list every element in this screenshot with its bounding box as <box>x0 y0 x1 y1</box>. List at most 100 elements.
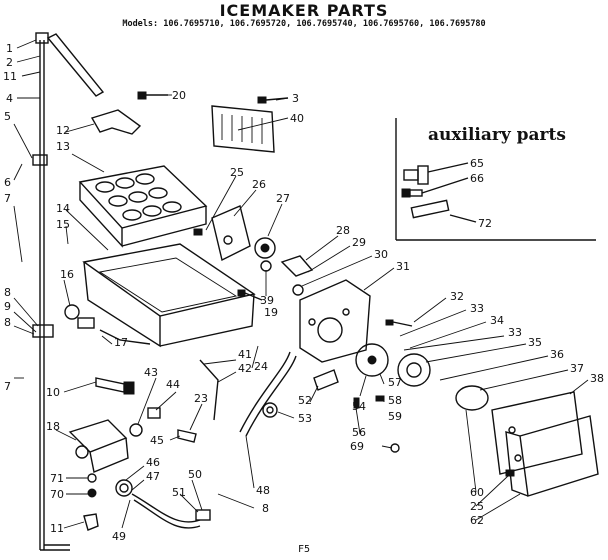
part-27-gear <box>254 237 276 259</box>
label-38: 38 <box>590 372 604 385</box>
label-8: 8 <box>4 286 11 299</box>
part-35-motor <box>397 353 431 387</box>
part-46-nut <box>115 479 133 497</box>
label-58: 58 <box>388 394 402 407</box>
label-2: 2 <box>6 56 13 69</box>
auxiliary-parts-title: auxiliary parts <box>428 125 566 145</box>
label-37: 37 <box>570 362 584 375</box>
part-labels: 1 2 11 4 5 6 7 8 9 8 7 10 12 13 14 15 16… <box>3 42 604 543</box>
part-53-bushing <box>262 402 278 418</box>
label-33b: 33 <box>508 326 522 339</box>
aux-part-65 <box>403 162 469 185</box>
label-16: 16 <box>60 268 74 281</box>
part-37-thermostat <box>455 385 489 411</box>
label-49: 49 <box>112 530 126 543</box>
label-7: 7 <box>4 192 11 205</box>
part-51-clip <box>195 509 211 521</box>
label-71: 71 <box>50 472 64 485</box>
part-39-washer <box>260 260 272 272</box>
label-34: 34 <box>490 314 504 327</box>
label-18: 18 <box>46 420 60 433</box>
label-57: 57 <box>388 376 402 389</box>
aux-part-66 <box>401 177 469 198</box>
label-47: 47 <box>146 470 160 483</box>
label-69: 69 <box>350 440 364 453</box>
part-14-housing <box>82 243 256 348</box>
label-70: 70 <box>50 488 64 501</box>
part-60-screw <box>505 469 515 477</box>
label-50: 50 <box>188 468 202 481</box>
label-46: 46 <box>146 456 160 469</box>
auxiliary-parts-box: auxiliary parts 65 66 72 <box>395 118 596 241</box>
label-3: 3 <box>292 92 299 105</box>
label-60: 60 <box>470 486 484 499</box>
label-32: 32 <box>450 290 464 303</box>
part-56-screw <box>353 397 360 409</box>
part-54-cam <box>355 343 389 377</box>
label-62: 62 <box>470 514 484 527</box>
label-27: 27 <box>276 192 290 205</box>
label-19: 19 <box>264 306 278 319</box>
label-10: 10 <box>46 386 60 399</box>
label-6: 6 <box>4 176 11 189</box>
part-69-nut <box>390 443 400 453</box>
label-72: 72 <box>478 217 492 230</box>
label-20: 20 <box>172 89 186 102</box>
label-1: 1 <box>6 42 13 55</box>
label-51: 51 <box>172 486 186 499</box>
part-26-bracket <box>211 205 251 262</box>
label-29: 29 <box>352 236 366 249</box>
label-11: 11 <box>3 70 17 83</box>
part-71-fitting <box>87 473 97 483</box>
label-31: 31 <box>396 260 410 273</box>
label-41: 41 <box>238 348 252 361</box>
label-42: 42 <box>238 362 252 375</box>
label-15: 15 <box>56 218 70 231</box>
diagram-title: ICEMAKER PARTS <box>219 1 389 20</box>
fill-tube-assembly <box>32 32 105 551</box>
label-13: 13 <box>56 140 70 153</box>
label-44: 44 <box>166 378 180 391</box>
label-59: 59 <box>388 410 402 423</box>
aux-part-72 <box>410 199 477 223</box>
part-17-wire <box>99 329 151 345</box>
part-58-screw <box>375 395 385 402</box>
part-31-mounting-plate <box>299 279 371 363</box>
part-44-fitting <box>147 407 161 419</box>
part-16-fitting <box>64 304 95 329</box>
part-10-heater <box>95 377 135 395</box>
part-43-bushing <box>129 423 143 437</box>
label-33: 33 <box>470 302 484 315</box>
part-12-bracket <box>90 109 142 135</box>
label-12: 12 <box>56 124 70 137</box>
label-39: 39 <box>260 294 274 307</box>
label-24: 24 <box>254 360 268 373</box>
part-30-spring <box>292 284 304 296</box>
part-38-front-cover <box>491 391 583 475</box>
part-20-screw <box>137 91 168 100</box>
page-footer: F5 <box>297 544 311 555</box>
part-11-nozzle <box>83 513 99 531</box>
label-56: 56 <box>352 426 366 439</box>
part-25-screw <box>193 228 203 236</box>
leader-lines <box>13 39 589 529</box>
label-65: 65 <box>470 157 484 170</box>
part-62-cover <box>505 415 599 497</box>
label-43: 43 <box>144 366 158 379</box>
label-30: 30 <box>374 248 388 261</box>
label-40: 40 <box>290 112 304 125</box>
label-66: 66 <box>470 172 484 185</box>
label-7b: 7 <box>4 380 11 393</box>
label-26: 26 <box>252 178 266 191</box>
label-48: 48 <box>256 484 270 497</box>
label-45: 45 <box>150 434 164 447</box>
label-11b: 11 <box>50 522 64 535</box>
label-4: 4 <box>6 92 13 105</box>
part-22-harness <box>239 351 297 437</box>
label-9: 9 <box>4 300 11 313</box>
label-17: 17 <box>114 336 128 349</box>
label-35: 35 <box>528 336 542 349</box>
label-5: 5 <box>4 110 11 123</box>
label-25b: 25 <box>470 500 484 513</box>
label-14: 14 <box>56 202 70 215</box>
